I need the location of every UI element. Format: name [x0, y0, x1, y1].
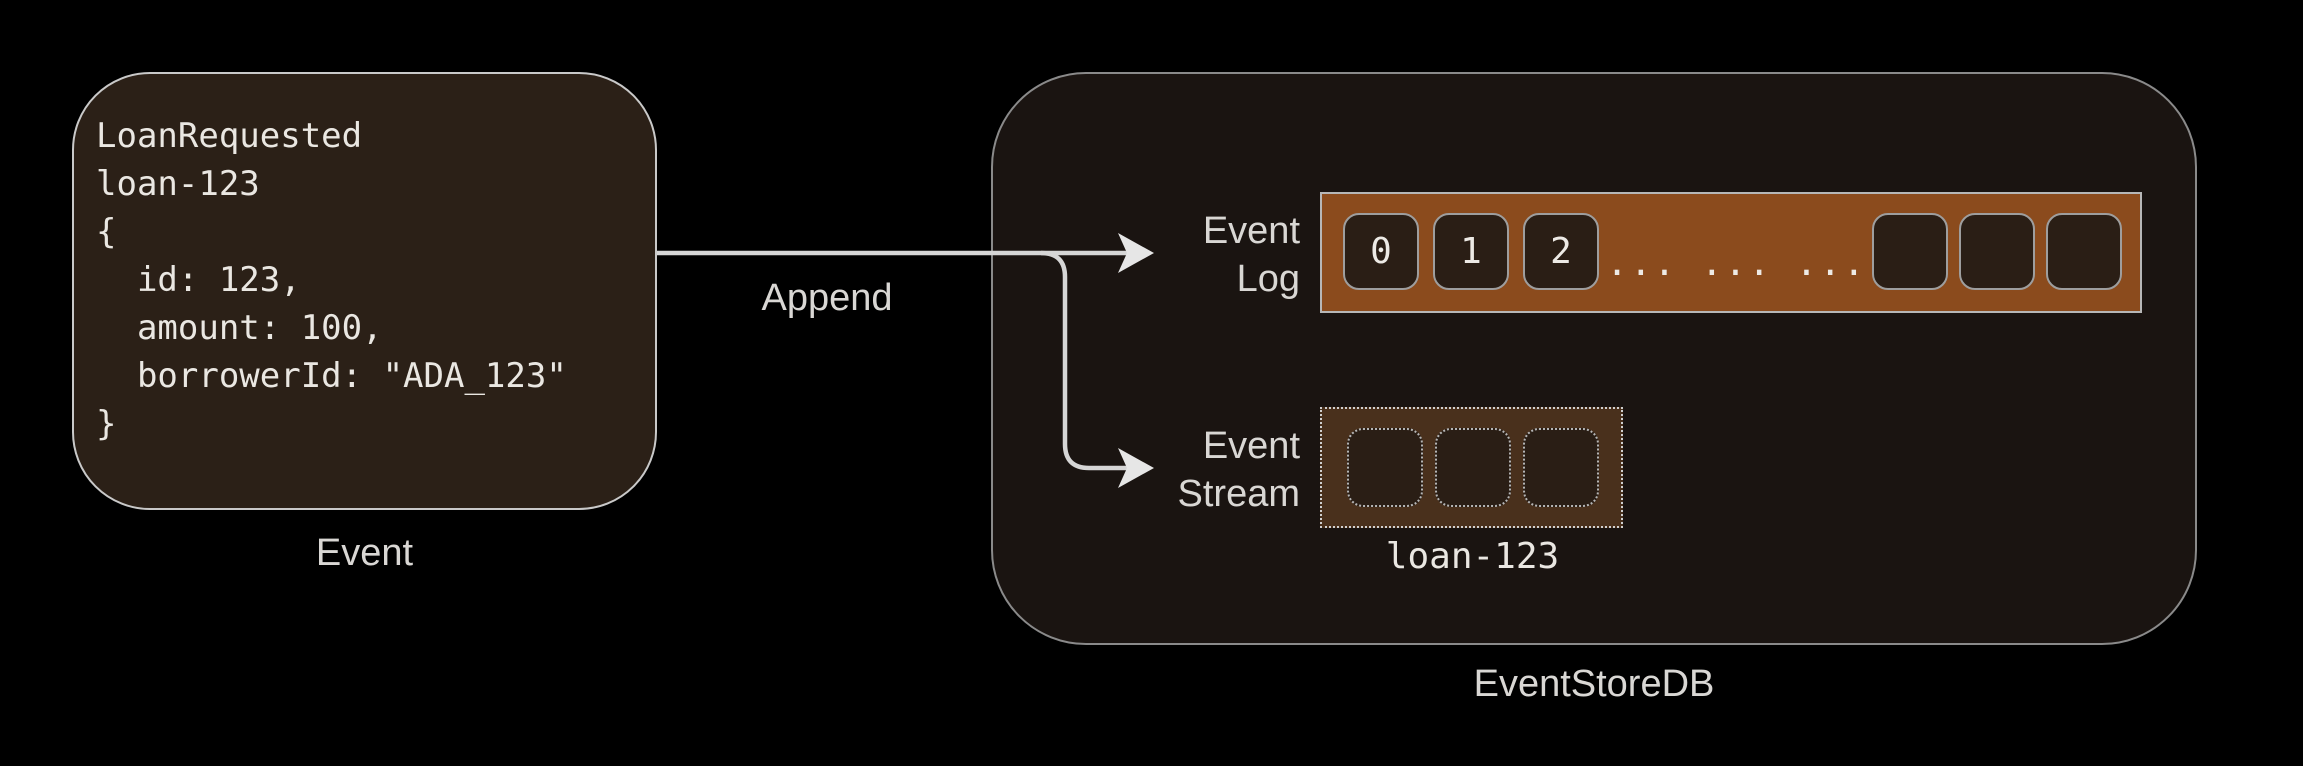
stream-slot-1 — [1347, 428, 1423, 507]
eventstoredb-caption: EventStoreDB — [1473, 663, 1715, 705]
log-cell-2: 2 — [1523, 213, 1599, 290]
log-cell-empty-1 — [1872, 213, 1948, 290]
log-cell-0: 0 — [1343, 213, 1419, 290]
stream-slot-2 — [1435, 428, 1511, 507]
stream-name: loan-123 — [1385, 536, 1560, 577]
stream-slot-3 — [1523, 428, 1599, 507]
event-stream-label-line2: Stream — [1177, 473, 1300, 515]
event-code-block: LoanRequested loan-123 { id: 123, amount… — [96, 116, 567, 444]
event-log-label-line1: Event — [1202, 210, 1300, 252]
log-cell-empty-3 — [2046, 213, 2122, 290]
event-stream-label-line1: Event — [1202, 425, 1300, 467]
event-card — [72, 72, 657, 510]
event-log-strip: 0 1 2 ... ... ... — [1320, 192, 2142, 313]
event-log-label: Event Log — [1040, 207, 1300, 303]
log-cell-1: 1 — [1433, 213, 1509, 290]
log-cell-empty-2 — [1959, 213, 2035, 290]
event-stream-box — [1320, 407, 1623, 528]
append-label: Append — [761, 277, 893, 319]
log-ellipsis: ... ... ... — [1606, 243, 1867, 284]
event-card-caption: Event — [315, 532, 414, 574]
event-stream-label: Event Stream — [1040, 422, 1300, 518]
eventstoredb-container — [991, 72, 2197, 645]
event-log-label-line2: Log — [1236, 258, 1300, 300]
